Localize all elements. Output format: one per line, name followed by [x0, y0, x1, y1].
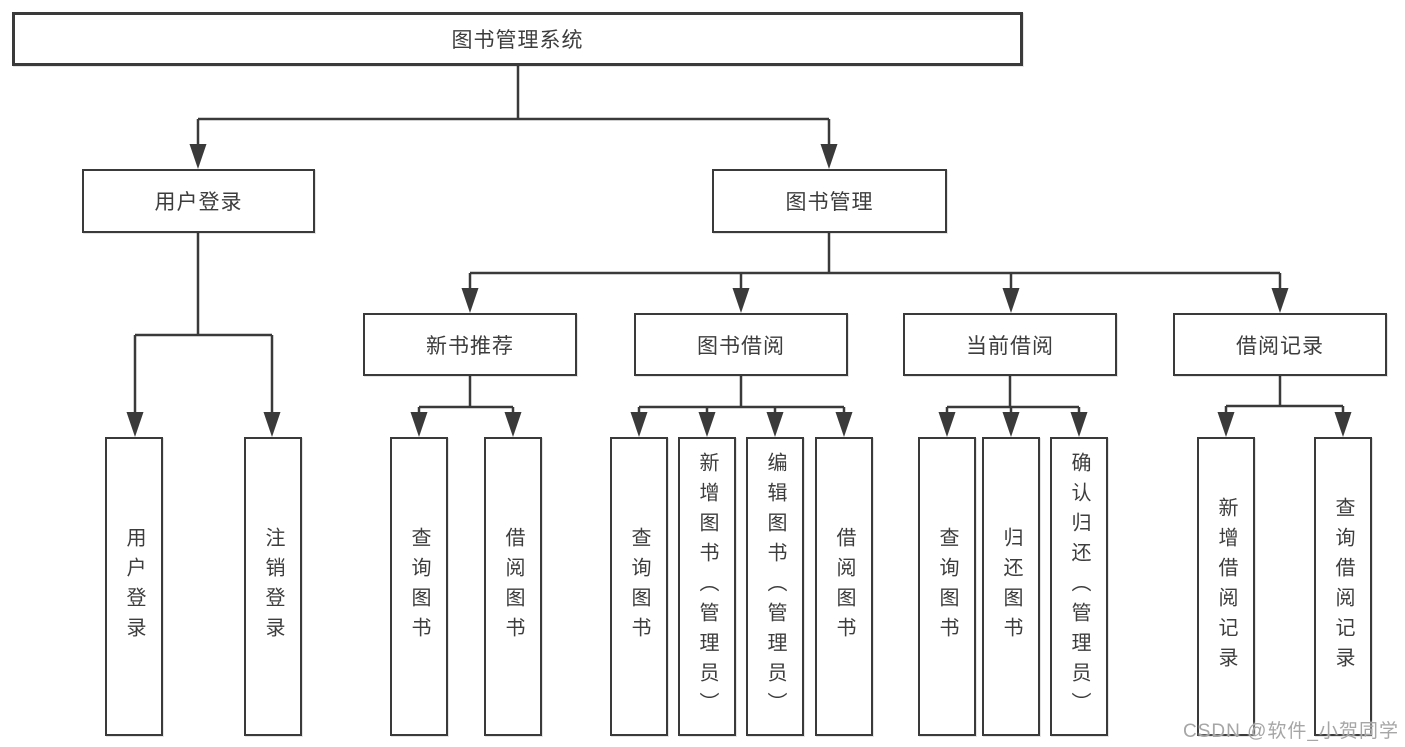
node-current-borrow: 当前借阅 [903, 313, 1117, 376]
connector-userlogin-to-leaves [133, 233, 274, 413]
node-library-management-system: 图书管理系统 [12, 12, 1023, 66]
node-book-management: 图书管理 [712, 169, 947, 233]
connector-borrowrecords-to-leaves [1224, 376, 1345, 414]
leaf-add-borrow-record: 新增借阅记录 [1197, 437, 1255, 736]
leaf-return-books: 归还图书 [982, 437, 1040, 736]
node-borrow-records: 借阅记录 [1173, 313, 1387, 376]
leaf-borrow-books: 借阅图书 [815, 437, 873, 736]
node-user-login: 用户登录 [82, 169, 315, 233]
leaf-borrow-books-recommend: 借阅图书 [484, 437, 542, 736]
leaf-query-books-borrow: 查询图书 [610, 437, 668, 736]
leaf-logout: 注销登录 [244, 437, 302, 736]
connector-newbook-to-leaves [417, 376, 515, 414]
leaf-user-login: 用户登录 [105, 437, 163, 736]
leaf-query-borrow-record: 查询借阅记录 [1314, 437, 1372, 736]
leaf-edit-books-admin: 编辑图书（管理员） [746, 437, 804, 736]
leaf-query-books-recommend: 查询图书 [390, 437, 448, 736]
node-new-book-recommend: 新书推荐 [363, 313, 577, 376]
connector-bookmgmt-to-level3 [468, 233, 1282, 290]
node-book-borrow: 图书借阅 [634, 313, 848, 376]
connector-root-to-level2 [196, 66, 831, 146]
arrowheads [126, 144, 1352, 437]
leaf-confirm-return-admin: 确认归还（管理员） [1050, 437, 1108, 736]
connector-currentborrow-to-leaves [945, 376, 1081, 414]
leaf-query-books-current: 查询图书 [918, 437, 976, 736]
csdn-watermark: CSDN @软件_小贺同学 [1183, 721, 1399, 742]
connector-bookborrow-to-leaves [637, 376, 846, 414]
leaf-add-books-admin: 新增图书（管理员） [678, 437, 736, 736]
